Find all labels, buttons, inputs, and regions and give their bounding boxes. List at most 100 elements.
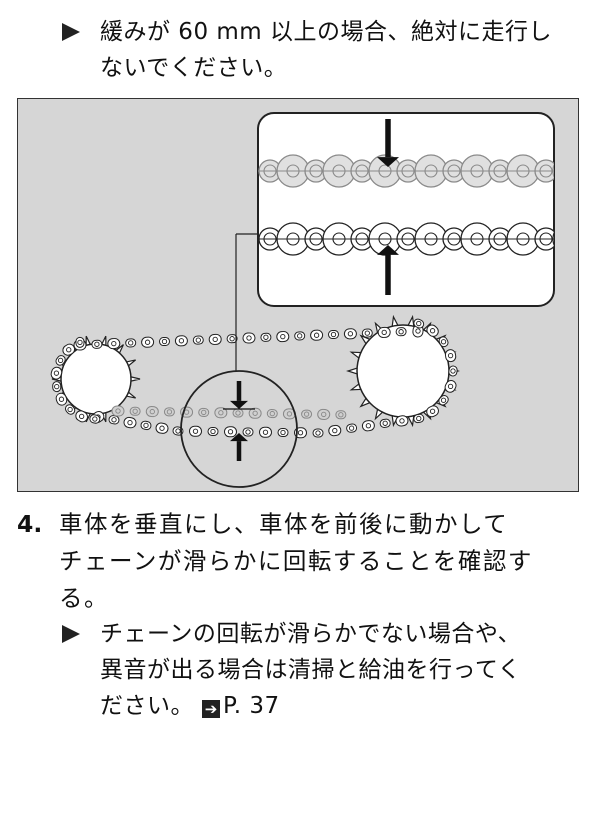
chain-pin: [381, 329, 387, 336]
chain-pin: [144, 339, 151, 345]
chain-pin: [429, 408, 436, 414]
chain-pin: [450, 368, 456, 374]
chain-pin: [286, 411, 293, 417]
arrow-shaft: [385, 254, 391, 295]
chain-pin: [280, 429, 286, 436]
chain-pin: [297, 430, 304, 436]
step-line3: る。: [59, 584, 109, 612]
chain-pin: [447, 352, 454, 359]
chain-pin: [212, 336, 218, 343]
chain-pin: [67, 406, 73, 413]
chain-pin: [416, 320, 422, 327]
chain-pin: [330, 331, 337, 338]
sub-note-line3: ださい。 ➔P. 37: [100, 688, 592, 724]
inset-chain-bottom: [258, 222, 575, 256]
chain-pin: [94, 341, 100, 347]
chain-pin: [364, 330, 370, 336]
chain-pin: [416, 415, 422, 422]
chain-pin: [303, 411, 310, 417]
chain-pin: [53, 370, 60, 376]
page-ref-link[interactable]: P. 37: [223, 693, 280, 719]
down-arrow-icon: [377, 119, 399, 167]
chain-pin: [115, 408, 121, 414]
step-line1: 車体を垂直にし、車体を前後に動かして: [59, 510, 509, 538]
magnifier-circle: [180, 370, 298, 488]
chain-roller: [563, 233, 575, 245]
chain-pin: [262, 429, 269, 435]
inset-panel: [257, 112, 555, 307]
chain-pin: [280, 333, 286, 340]
sub-note: チェーンの回転が滑らかでない場合や、 異音が出る場合は清掃と給油を行ってく ださ…: [62, 616, 592, 724]
chain-pin: [159, 425, 165, 431]
sub-note-line2: 異音が出る場合は清掃と給油を行ってく: [100, 657, 522, 683]
chain-diagram: [50, 112, 575, 488]
step-line2: チェーンが滑らかに回転することを確認す: [59, 547, 533, 575]
chain-pin: [54, 383, 60, 390]
chain-pin: [77, 339, 83, 346]
chain-pin: [178, 338, 185, 344]
chain-pin: [66, 347, 72, 353]
chain-pin: [143, 422, 149, 429]
chain-pin: [263, 334, 269, 340]
chain-pin: [195, 337, 201, 343]
chain-pin: [415, 328, 421, 334]
sprocket-body: [356, 324, 450, 418]
sub-note-line1: チェーンの回転が滑らかでない場合や、: [100, 621, 522, 647]
arrow-head: [377, 157, 399, 167]
chain-pin: [321, 411, 327, 418]
chain-pin: [132, 408, 138, 414]
arrow-shaft: [385, 119, 391, 158]
chain-roller: [563, 165, 575, 177]
arrow-shaft: [236, 441, 242, 461]
chain-pin: [128, 340, 134, 346]
chain-pin: [332, 427, 338, 434]
chain-pin: [111, 340, 117, 347]
up-arrow-icon: [377, 245, 399, 295]
chain-pin: [149, 408, 155, 415]
chain-pin: [338, 412, 344, 418]
chain-pin: [161, 338, 168, 345]
top-note-line2: ないでください。: [100, 55, 288, 81]
chain-pin: [127, 419, 133, 426]
chain-pin: [166, 409, 173, 415]
chain-pin: [440, 339, 447, 345]
step-4: 4. 車体を垂直にし、車体を前後に動かして チェーンが滑らかに回転することを確認…: [17, 506, 587, 617]
chain-slack-figure: [17, 98, 579, 492]
page-ref-arrow-icon: ➔: [202, 700, 220, 718]
inset-chain-top: [258, 154, 575, 188]
chain-pin: [297, 333, 303, 339]
chain-pin: [348, 425, 355, 431]
sub-note-line3-text: ださい。: [100, 693, 194, 719]
chain-pin: [218, 410, 224, 416]
top-note: 緩みが 60 mm 以上の場合、絶対に走行し ないでください。: [62, 14, 592, 86]
down-arrow-icon: [230, 381, 248, 409]
chain-slack-ghost: [111, 405, 347, 420]
chain-pin: [382, 420, 388, 426]
chain-pin: [229, 336, 235, 342]
chain-pin: [447, 383, 454, 390]
chain-pin: [227, 429, 234, 435]
chain-plate: [552, 154, 554, 188]
chain-pin: [92, 416, 98, 422]
chain-pin: [365, 423, 372, 429]
chain-loop: [50, 318, 458, 439]
chain-pin: [201, 409, 207, 416]
bullet-triangle-icon: [62, 625, 80, 643]
chain-pin: [192, 428, 199, 434]
chain-pin: [183, 409, 190, 415]
up-arrow-icon: [230, 433, 248, 461]
chain-pin: [313, 332, 320, 338]
arrow-head: [230, 400, 248, 409]
bullet-triangle-icon: [62, 23, 80, 41]
chain-pin: [315, 430, 321, 436]
chain-pin: [58, 396, 65, 402]
chain-pin: [235, 410, 241, 416]
chain-pin: [246, 335, 252, 341]
chain-pin: [79, 413, 85, 419]
arrow-head: [377, 245, 399, 255]
arrow-head: [230, 433, 248, 442]
sprocket-body: [60, 343, 132, 415]
chain-pin: [347, 331, 354, 337]
step-number: 4.: [17, 510, 43, 538]
chain-pin: [269, 410, 275, 417]
